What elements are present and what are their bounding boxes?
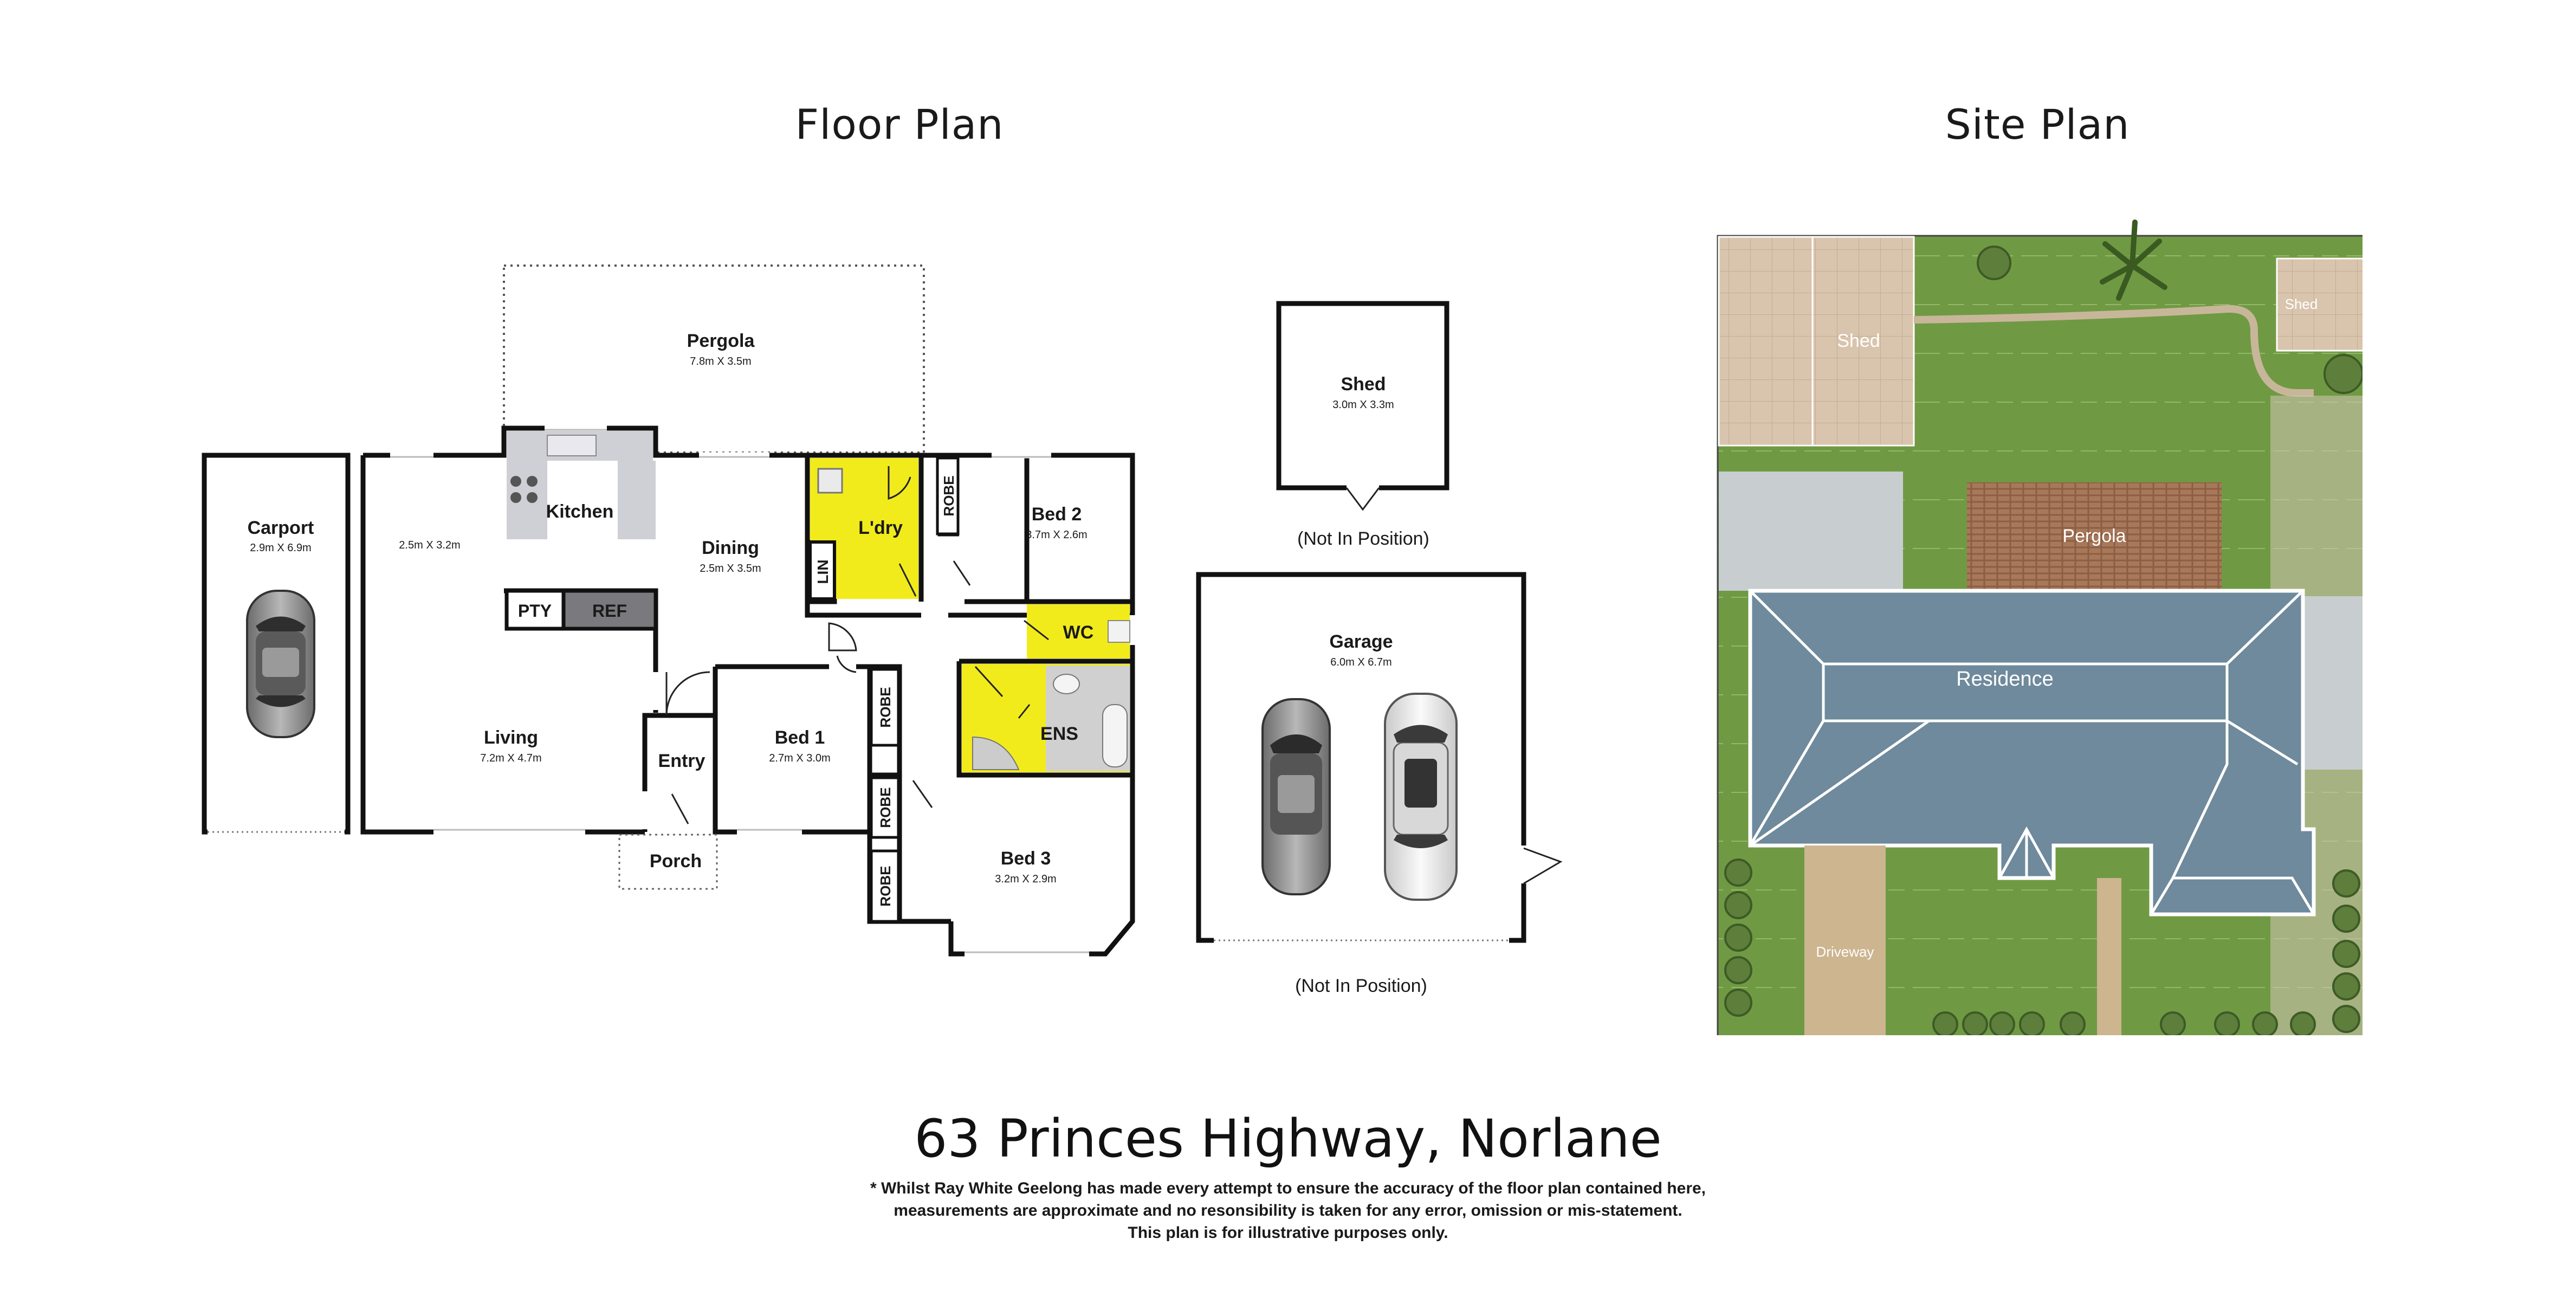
site-shed-large-label: Shed — [1837, 331, 1880, 351]
dining-size: 2.5m X 3.5m — [700, 563, 761, 575]
disclaimer-line-2: measurements are approximate and no reso… — [894, 1202, 1682, 1219]
pergola-size: 7.8m X 3.5m — [690, 356, 751, 367]
bed3-size: 3.2m X 2.9m — [995, 873, 1056, 885]
robe-bed2-label: ROBE — [941, 475, 957, 516]
laundry-label: L'dry — [858, 518, 903, 538]
floor-plan: Pergola 7.8m X 3.5m Carport 2.9m X 6.9m … — [202, 264, 1563, 996]
carport-car — [246, 590, 315, 738]
site-pergola — [1967, 482, 2222, 591]
shed-size: 3.0m X 3.3m — [1332, 399, 1394, 411]
pty-label: PTY — [518, 601, 552, 621]
lin-label: LIN — [814, 559, 831, 584]
bed2-label: Bed 2 — [1032, 504, 1082, 525]
extra-room-size: 2.5m X 3.2m — [399, 539, 460, 551]
bed1-size: 2.7m X 3.0m — [769, 752, 830, 764]
windows — [390, 425, 1136, 957]
dining-label: Dining — [702, 538, 759, 558]
garage-car-grey — [1261, 698, 1331, 895]
kitchen-label: Kitchen — [546, 501, 614, 522]
site-residence-roof — [1748, 589, 2316, 917]
shed-label: Shed — [1341, 374, 1386, 395]
carport-label: Carport — [248, 518, 314, 538]
door-swings — [665, 466, 1049, 824]
site-residence-label: Residence — [1956, 668, 2054, 691]
entry-label: Entry — [658, 751, 706, 771]
site-shrubs — [1724, 246, 2363, 1035]
living-label: Living — [484, 727, 538, 748]
disclaimer-line-3: This plan is for illustrative purposes o… — [1128, 1224, 1448, 1242]
site-pergola-label: Pergola — [2062, 526, 2126, 546]
robe-bed3-a-label: ROBE — [877, 787, 894, 828]
bed3-label: Bed 3 — [1001, 848, 1051, 869]
site-shed-small — [2276, 257, 2363, 352]
floor-plan-title: Floor Plan — [795, 100, 1004, 149]
garage-label: Garage — [1329, 631, 1393, 652]
property-address: 63 Princes Highway, Norlane — [914, 1108, 1662, 1169]
carport-size: 2.9m X 6.9m — [250, 542, 311, 554]
living-size: 7.2m X 4.7m — [480, 752, 541, 764]
site-shed-small-label: Shed — [2285, 296, 2318, 312]
wc-label: WC — [1063, 622, 1094, 643]
garage-car-white — [1384, 693, 1458, 901]
bed2-size: 3.7m X 2.6m — [1026, 529, 1087, 541]
pergola-outline — [503, 264, 925, 454]
pergola-label: Pergola — [687, 331, 755, 351]
shed-outline — [1276, 301, 1449, 491]
site-plan: Shed Shed Pergola Residence Driveway — [1717, 220, 2363, 1035]
robe-bed1-label: ROBE — [877, 687, 894, 727]
disclaimer: * Whilst Ray White Geelong has made ever… — [746, 1177, 1830, 1244]
site-plan-title: Site Plan — [1945, 100, 2130, 149]
site-driveway — [1804, 846, 1886, 1035]
robe-bed3-b-label: ROBE — [877, 866, 894, 906]
site-driveway-label: Driveway — [1816, 944, 1874, 960]
porch-label: Porch — [650, 851, 702, 872]
ref-label: REF — [592, 601, 627, 621]
garage-outline — [1196, 572, 1526, 943]
site-palm-tree — [2100, 220, 2167, 301]
garage-size: 6.0m X 6.7m — [1330, 656, 1391, 668]
shed-note: (Not In Position) — [1297, 528, 1429, 549]
porch-outline — [618, 834, 718, 890]
disclaimer-line-1: * Whilst Ray White Geelong has made ever… — [870, 1179, 1706, 1197]
kitchen-fittings — [504, 431, 658, 631]
bed1-label: Bed 1 — [775, 727, 825, 748]
garage-note: (Not In Position) — [1295, 976, 1427, 996]
ens-label: ENS — [1040, 724, 1078, 744]
site-shed-large — [1719, 237, 1914, 446]
